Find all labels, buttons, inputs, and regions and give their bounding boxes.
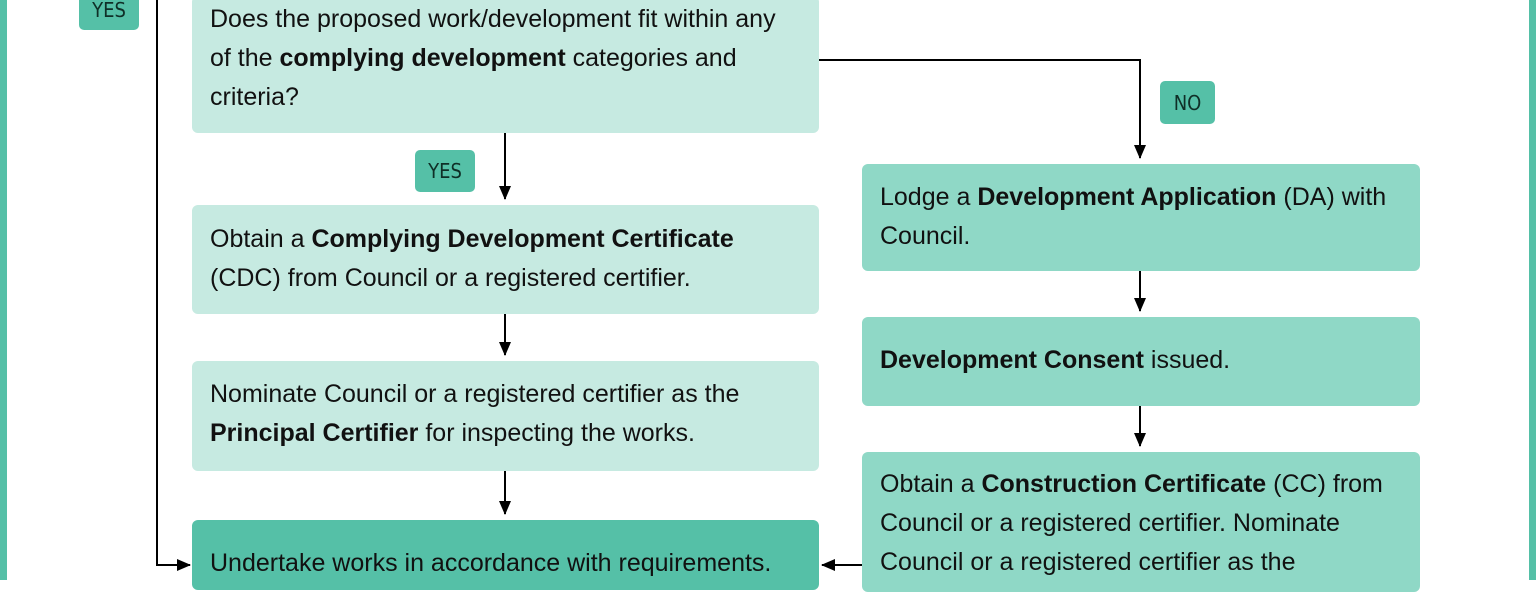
connector-yes-loop — [156, 0, 191, 571]
connector-no-branch — [819, 59, 1146, 159]
question-box: Does the proposed work/development fit w… — [192, 0, 819, 133]
undertake-box: Undertake works in accordance with requi… — [192, 520, 819, 590]
question-text-1: Does the proposed work/development fit w… — [210, 5, 776, 72]
nominate-box: Nominate Council or a registered certifi… — [192, 361, 819, 471]
cc-text-bold: Construction Certificate — [981, 470, 1267, 498]
question-text-2: categories and criteria? — [210, 44, 737, 111]
question-text-bold: complying development — [279, 44, 566, 72]
consent-text-2: issued. — [1143, 346, 1231, 374]
cdc-text-2: (CDC) from Council or a registered certi… — [210, 264, 691, 292]
cdc-text-bold: Complying Development Certificate — [311, 225, 734, 253]
yes-tag-top: YES — [79, 0, 139, 30]
cc-text-2: (CC) from Council or a registered certif… — [880, 470, 1383, 576]
da-box: Lodge a Development Application (DA) wit… — [862, 164, 1420, 271]
nominate-text-2: for inspecting the works. — [418, 419, 695, 447]
consent-text-bold: Development Consent — [880, 346, 1144, 374]
cc-box: Obtain a Construction Certificate (CC) f… — [862, 452, 1420, 592]
undertake-text: Undertake works in accordance with requi… — [210, 549, 772, 577]
nominate-text-1: Nominate Council or a registered certifi… — [210, 380, 740, 408]
cc-text-1: Obtain a — [880, 470, 982, 498]
right-border — [1529, 0, 1536, 580]
da-text-bold: Development Application — [977, 183, 1277, 211]
flow-connectors — [156, 0, 1146, 571]
da-text-2: (DA) with Council. — [880, 183, 1387, 250]
yes-tag-middle: YES — [415, 150, 475, 192]
consent-box: Development Consent issued. — [862, 317, 1420, 406]
cdc-box: Obtain a Complying Development Certifica… — [192, 205, 819, 314]
nominate-text-bold: Principal Certifier — [210, 419, 419, 447]
da-text-1: Lodge a — [880, 183, 978, 211]
no-tag: NO — [1160, 81, 1215, 124]
cdc-text-1: Obtain a — [210, 225, 312, 253]
left-border — [0, 0, 7, 580]
